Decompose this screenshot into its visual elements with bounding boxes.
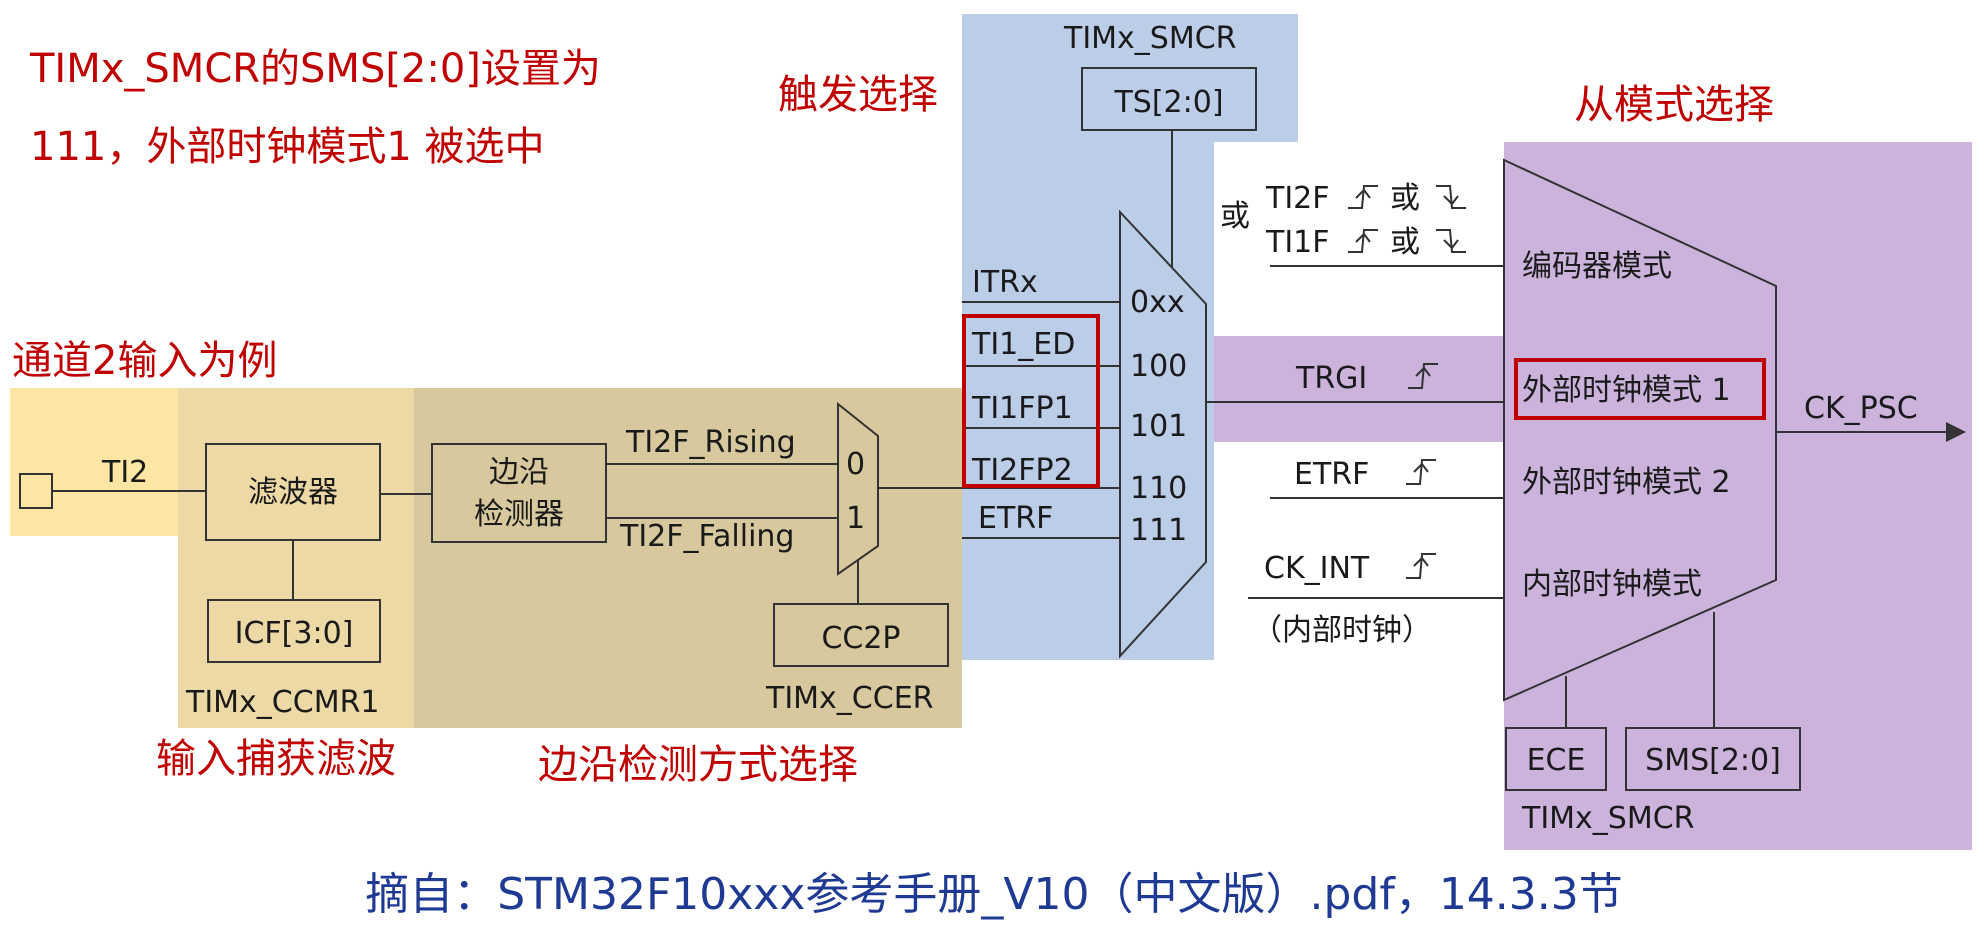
cc2p-label: CC2P [821,621,900,656]
internal-clock-note: （内部时钟） [1252,613,1432,648]
source-caption: 摘自：STM32F10xxx参考手册_V10（中文版）.pdf，14.3.3节 [365,869,1623,920]
ti1f-rising-edge-icon [1348,229,1378,253]
etrf-trigger-label: ETRF [978,501,1053,536]
slave-mode-select-label: 从模式选择 [1574,82,1774,128]
ck-psc-label: CK_PSC [1804,391,1918,426]
ti2fp2-label: TI2FP2 [971,453,1073,488]
ext-clock-mode1-highlight [1514,358,1766,420]
sms-setting-note-line1: TIMx_SMCR的SMS[2:0]设置为 [29,46,601,92]
ck-int-label: CK_INT [1264,551,1370,586]
ext-clock-mode2-label: 外部时钟模式 2 [1522,465,1731,500]
mux-input-1: 1 [846,501,865,536]
input-region-bg [10,388,178,536]
sms-register-box [1625,727,1801,791]
slave-smcr-register-label: TIMx_SMCR [1521,801,1695,836]
ti2-label: TI2 [101,455,148,490]
trigger-code-101: 101 [1130,409,1187,444]
trgi-band-bg [1214,336,1504,442]
ext-clock-mode1-label: 外部时钟模式 1 [1522,373,1731,408]
channel2-example-label: 通道2输入为例 [12,338,277,384]
slave-region-bg [1504,142,1972,850]
trigger-select-label: 触发选择 [778,72,938,118]
ece-register-box [1505,727,1607,791]
encoder-or-left: 或 [1220,199,1250,234]
cc2p-register-box [773,603,949,667]
etrf-rising-edge-icon [1406,459,1436,485]
ts-label: TS[2:0] [1113,85,1223,120]
ti2f-or: 或 [1390,181,1420,216]
mux-input-0: 0 [846,447,865,482]
ece-label: ECE [1527,743,1586,778]
polarity-mux [837,401,879,576]
ti1f-falling-edge-icon [1436,229,1466,253]
ts-register-box [1081,67,1257,131]
trigger-smcr-label: TIMx_SMCR [1063,21,1237,56]
ti2f-rising-edge-icon [1348,185,1378,209]
trigger-code-0xx: 0xx [1130,285,1185,320]
trigger-mux [1119,209,1207,659]
ccer-register-label: TIMx_CCER [765,681,934,716]
itrx-label: ITRx [972,265,1038,300]
icf-register-box [207,599,381,663]
filter-label: 滤波器 [248,475,338,510]
falling-label: TI2F_Falling [619,519,794,554]
ti2f-label: TI2F [1265,181,1330,216]
etrf-slave-label: ETRF [1294,457,1369,492]
trigger-code-110: 110 [1130,471,1187,506]
encoder-mode-label: 编码器模式 [1522,249,1672,284]
icf-label: ICF[3:0] [235,616,354,651]
input-capture-filter-label: 输入捕获滤波 [156,736,396,782]
ti1-ed-label: TI1_ED [971,327,1075,362]
trgi-label: TRGI [1295,361,1367,396]
trigger-region-top-bg [962,14,1298,142]
rising-label: TI2F_Rising [625,425,796,460]
ti-selected-highlight [962,314,1100,488]
edge-detect-select-label: 边沿检测方式选择 [538,742,858,788]
trigger-code-100: 100 [1130,349,1187,384]
slave-mode-mux [1503,158,1777,702]
edge-detector-label-line2: 检测器 [474,497,564,532]
trigger-code-111: 111 [1130,513,1187,548]
ti1fp1-label: TI1FP1 [971,391,1073,426]
trgi-rising-edge-icon [1408,363,1438,389]
filter-region-bg [178,388,414,728]
edge-detector-block [431,443,607,543]
sms-label: SMS[2:0] [1645,743,1781,778]
ccmr1-register-label: TIMx_CCMR1 [185,685,380,720]
ti1f-label: TI1F [1265,225,1330,260]
sms-setting-note-line2: 111，外部时钟模式1 被选中 [30,124,545,170]
edge-detector-label-line1: 边沿 [489,455,549,490]
ti1f-or: 或 [1390,225,1420,260]
ti2f-falling-edge-icon [1436,185,1466,209]
internal-clock-mode-label: 内部时钟模式 [1522,567,1702,602]
ck-int-rising-edge-icon [1406,553,1436,579]
